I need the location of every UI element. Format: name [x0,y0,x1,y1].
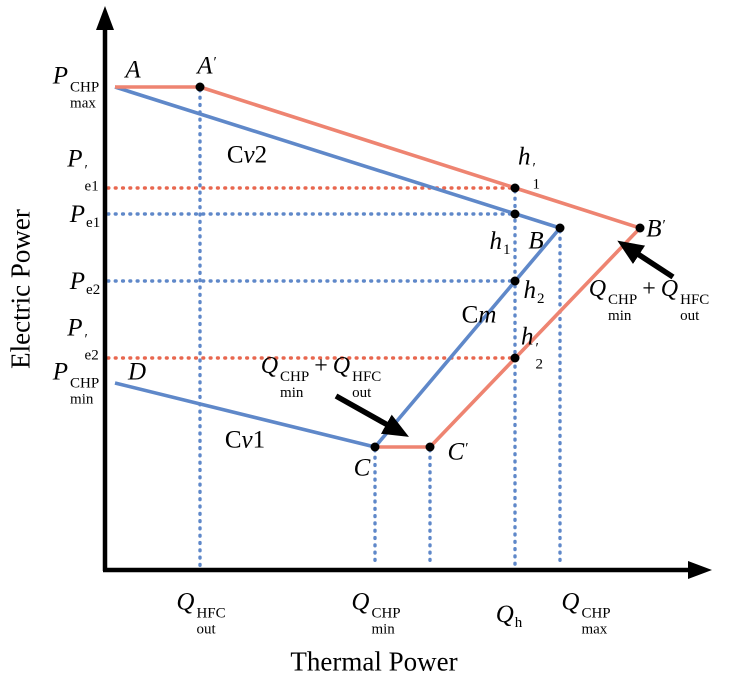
point-h1 [510,209,520,219]
label-point-a: A [125,56,141,84]
point-h2 [510,276,520,286]
label-segment-cv2: Cv2 [226,141,268,169]
label-point-h2: h2 [523,276,545,307]
label-point-h2-prime: h′2 [521,323,543,374]
point-b [555,223,565,233]
label-p-e1-prime: P′e1 [67,145,99,196]
label-point-h1: h1 [489,227,511,258]
label-p-e2: Pe2 [69,267,101,298]
label-point-c-prime: C′ [447,438,469,466]
point-c [370,442,380,452]
label-point-b-prime: B′ [646,215,666,243]
label-point-b: B [528,227,544,255]
point-h1-prime [510,183,520,193]
label-q-h: Qh [495,600,523,631]
label-segment-cm: Cm [461,301,497,329]
label-point-c: C [353,454,371,482]
x-axis-arrowhead [688,561,712,579]
label-p-e1: Pe1 [69,200,101,231]
label-point-a-prime: A′ [197,52,217,80]
label-point-h1-prime: h′1 [518,143,540,194]
label-point-d: D [127,358,147,386]
point-b-prime [635,223,645,233]
x-axis-title: Thermal Power [290,646,458,677]
label-p-e2-prime: P′e2 [67,314,99,365]
annotation-arrow-c-prime [334,393,409,437]
point-h2-prime [510,353,520,363]
annotation-arrow-b-prime [617,240,675,280]
point-a-prime [195,82,205,92]
y-axis-title: Electric Power [5,209,36,369]
chp-region-outline [114,85,562,449]
point-c-prime [425,442,435,452]
label-segment-cv1: Cv1 [224,426,266,454]
y-axis-arrowhead [96,6,114,30]
